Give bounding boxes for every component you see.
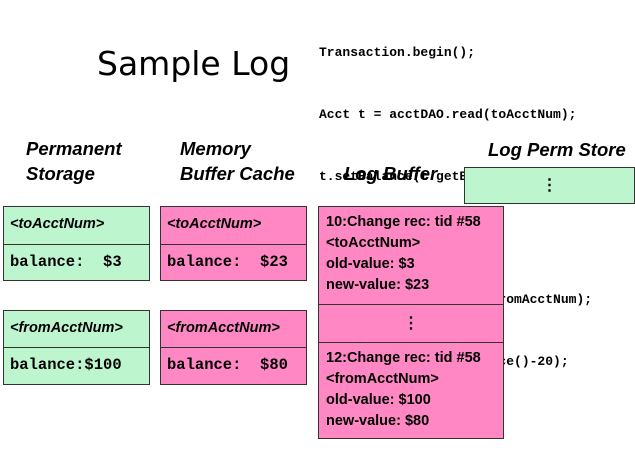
cache-from-account-record: <fromAcctNum> balance: $80 xyxy=(160,310,307,385)
log-buffer-header: Log Buffer xyxy=(344,163,438,184)
account-label-cell: <fromAcctNum> xyxy=(3,310,150,348)
account-label-cell: <toAcctNum> xyxy=(3,206,150,245)
log-record-10: 10:Change rec: tid #58 <toAcctNum> old-v… xyxy=(318,206,504,305)
permanent-storage-header: Permanent Storage xyxy=(26,138,122,184)
log-buffer: 10:Change rec: tid #58 <toAcctNum> old-v… xyxy=(318,206,504,439)
account-label-cell: <fromAcctNum> xyxy=(160,310,307,348)
memory-buffer-cache-header: Memory Buffer Cache xyxy=(180,138,295,184)
log-ellipsis: ⋮ xyxy=(318,304,504,343)
balance-cell: balance: $80 xyxy=(160,347,307,385)
log-perm-store-header: Log Perm Store xyxy=(488,139,626,160)
code-line: Transaction.begin(); xyxy=(319,45,476,61)
cache-to-account-record: <toAcctNum> balance: $23 xyxy=(160,206,307,281)
slide-title: Sample Log xyxy=(97,44,291,83)
balance-cell: balance: $23 xyxy=(160,244,307,281)
log-perm-store: ⋮ xyxy=(464,167,635,204)
account-label-cell: <toAcctNum> xyxy=(160,206,307,245)
permanent-from-account-record: <fromAcctNum> balance:$100 xyxy=(3,310,150,385)
balance-cell: balance:$100 xyxy=(3,347,150,385)
permanent-to-account-record: <toAcctNum> balance: $3 xyxy=(3,206,150,281)
log-record-12: 12:Change rec: tid #58 <fromAcctNum> old… xyxy=(318,342,504,439)
balance-cell: balance: $3 xyxy=(3,244,150,281)
code-line: Acct t = acctDAO.read(toAcctNum); xyxy=(319,106,577,122)
